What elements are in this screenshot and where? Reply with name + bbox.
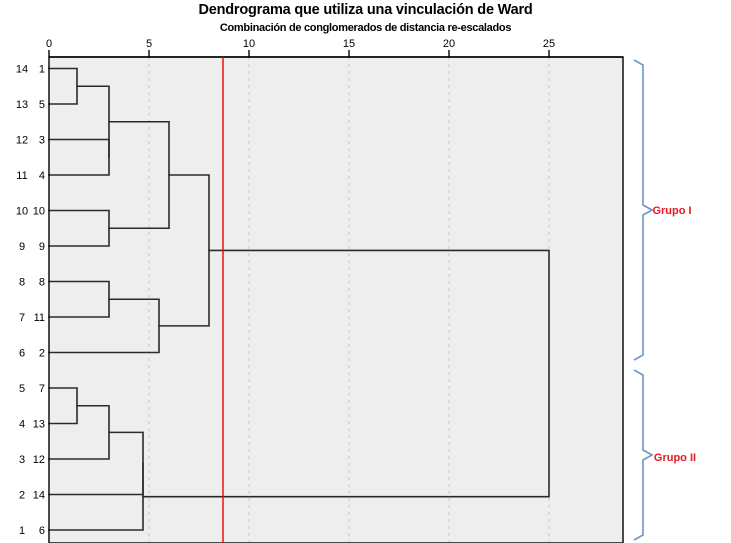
x-tick-label-25: 25	[543, 38, 555, 50]
case-label-5: 5	[39, 99, 45, 111]
dendrogram-link-m12	[48, 462, 144, 531]
x-axis-tick-labels: 0 5 10 15 20 25	[46, 38, 555, 50]
case-label-7: 7	[39, 383, 45, 395]
row-number-axis-labels: 14 13 12 11 10 9 8 7 6 5 4 3 2 1	[16, 64, 28, 538]
group-label-grupo-1: Grupo I	[652, 205, 691, 217]
x-axis	[48, 50, 623, 58]
x-tick-label-20: 20	[443, 38, 455, 50]
row-label-10: 10	[16, 206, 28, 218]
bracket-grupo-2	[633, 369, 654, 541]
case-label-9: 9	[39, 241, 45, 253]
plot-panel-border	[48, 56, 624, 543]
row-label-4: 4	[19, 419, 25, 431]
chart-subtitle: Combinación de conglomerados de distanci…	[219, 22, 512, 34]
case-label-3: 3	[39, 135, 45, 147]
case-label-13: 13	[33, 419, 45, 431]
x-tick-label-10: 10	[243, 38, 255, 50]
case-label-11: 11	[34, 312, 45, 324]
row-label-6: 6	[19, 348, 25, 360]
case-label-2: 2	[39, 348, 45, 360]
case-label-10: 10	[33, 206, 45, 218]
row-label-8: 8	[19, 277, 25, 289]
row-label-11: 11	[16, 170, 27, 182]
page-title: Dendrograma que utiliza una vinculación …	[198, 2, 533, 18]
group-brackets	[633, 59, 654, 541]
row-label-9: 9	[19, 241, 25, 253]
x-tick-label-5: 5	[146, 38, 152, 50]
case-label-8: 8	[39, 277, 45, 289]
case-label-14: 14	[33, 490, 45, 502]
row-label-12: 12	[16, 135, 28, 147]
row-label-2: 2	[19, 490, 25, 502]
case-label-4: 4	[39, 170, 45, 182]
case-label-6: 6	[39, 525, 45, 537]
x-tick-label-0: 0	[46, 38, 52, 50]
row-label-1: 1	[19, 525, 25, 537]
x-tick-label-15: 15	[343, 38, 355, 50]
case-label-1: 1	[39, 64, 45, 76]
row-label-14: 14	[16, 64, 28, 76]
row-label-5: 5	[19, 383, 25, 395]
bracket-grupo-1	[633, 59, 654, 361]
dendrogram-link-m13	[142, 249, 550, 498]
case-label-12: 12	[33, 454, 45, 466]
dendrogram-links	[48, 67, 550, 531]
case-number-axis-labels: 1 5 3 4 10 9 8 11 2 7 13 12 14 6	[33, 64, 45, 538]
group-label-grupo-2: Grupo II	[654, 452, 696, 464]
row-label-7: 7	[19, 312, 25, 324]
dendrogram-link-m2	[76, 85, 110, 159]
row-label-3: 3	[19, 454, 25, 466]
row-label-13: 13	[16, 99, 28, 111]
